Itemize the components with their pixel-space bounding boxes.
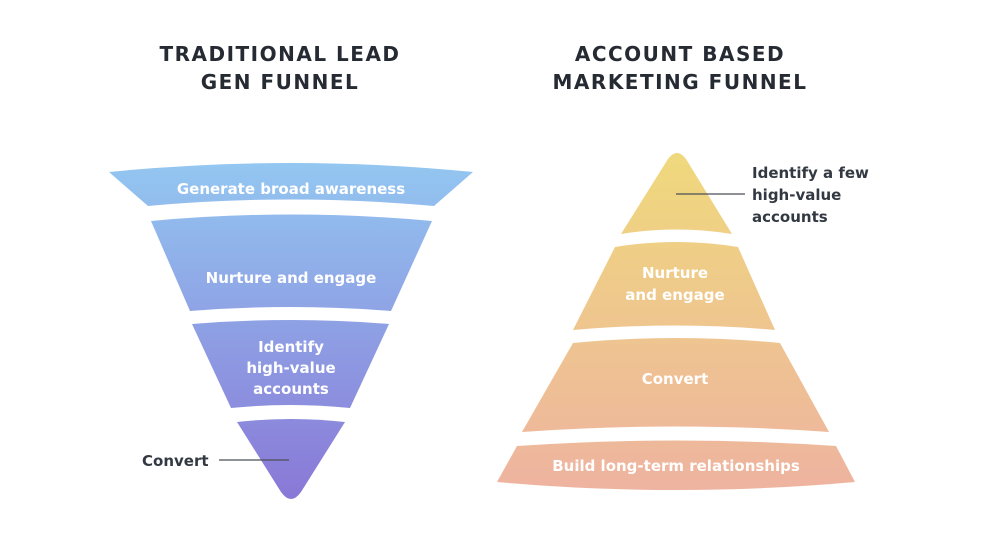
left-stage-3-label-line-3: accounts bbox=[253, 380, 329, 398]
left-funnel-stage-2 bbox=[151, 214, 432, 311]
left-title-line-1: TRADITIONAL LEAD bbox=[159, 42, 401, 66]
left-stage-2-label: Nurture and engage bbox=[206, 269, 377, 287]
right-funnel-stage-3 bbox=[522, 338, 829, 432]
left-stage-3-label-line-1: Identify bbox=[258, 338, 324, 356]
right-identify-callout-line-3: accounts bbox=[752, 208, 828, 226]
right-stage-4-label: Build long-term relationships bbox=[552, 457, 800, 475]
traditional-lead-gen-funnel: Generate broad awareness Nurture and eng… bbox=[109, 163, 473, 499]
left-funnel-stage-4 bbox=[237, 419, 345, 499]
right-identify-callout-line-1: Identify a few bbox=[752, 164, 869, 182]
right-funnel-stage-2 bbox=[573, 242, 775, 330]
right-identify-callout-line-2: high-value bbox=[752, 186, 841, 204]
right-stage-2-label-line-1: Nurture bbox=[642, 264, 708, 282]
left-stage-3-label-line-2: high-value bbox=[246, 359, 335, 377]
right-stage-3-label: Convert bbox=[642, 370, 709, 388]
right-funnel-title: ACCOUNT BASED MARKETING FUNNEL bbox=[530, 40, 830, 96]
right-title-line-1: ACCOUNT BASED bbox=[574, 42, 786, 66]
left-funnel-title: TRADITIONAL LEAD GEN FUNNEL bbox=[130, 40, 430, 96]
left-funnel-stage-3 bbox=[192, 320, 389, 408]
left-title-line-2: GEN FUNNEL bbox=[200, 70, 360, 94]
left-funnel-stage-1 bbox=[109, 163, 473, 206]
left-stage-1-label: Generate broad awareness bbox=[177, 180, 405, 198]
right-stage-2-label-line-2: and engage bbox=[625, 286, 724, 304]
account-based-marketing-funnel: Nurture and engage Convert Build long-te… bbox=[497, 153, 869, 490]
left-convert-callout-label: Convert bbox=[142, 452, 209, 470]
right-title-line-2: MARKETING FUNNEL bbox=[552, 70, 808, 94]
right-funnel-stage-4 bbox=[497, 440, 855, 490]
